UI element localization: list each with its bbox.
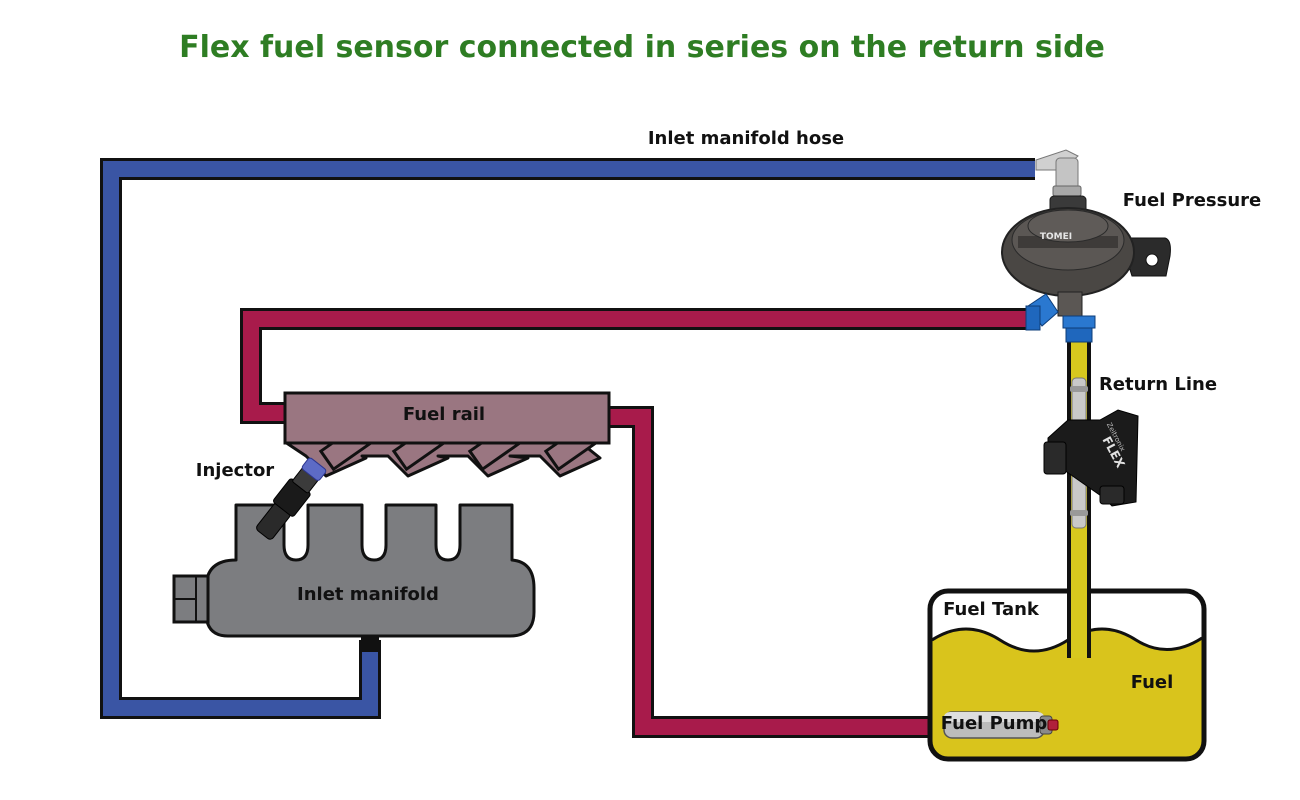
fuel-rail — [283, 391, 611, 478]
flex-fuel-sensor: Zeitronix FLEX — [1043, 377, 1139, 529]
fuel-pressure-regulator: TOMEI — [1001, 149, 1171, 343]
injector — [256, 457, 327, 540]
inlet-manifold-label: Inlet manifold — [297, 584, 439, 605]
regulator-brand-text: TOMEI — [1040, 232, 1072, 242]
fuel-pressure-label: Fuel Pressure — [1123, 190, 1261, 211]
fuel-label: Fuel — [1131, 672, 1174, 693]
injector-label: Injector — [196, 460, 275, 481]
fuel-tank-label: Fuel Tank — [943, 599, 1040, 620]
inlet-manifold-hose — [100, 158, 1035, 719]
pump-to-rail-line — [604, 406, 945, 738]
fuel-pump — [943, 711, 1059, 739]
diagram-title: Flex fuel sensor connected in series on … — [179, 30, 1105, 65]
inlet-hose-label: Inlet manifold hose — [648, 128, 844, 149]
fuel-rail-label: Fuel rail — [403, 404, 485, 425]
return-line-label: Return Line — [1099, 374, 1217, 395]
fuel-pump-label: Fuel Pump — [941, 713, 1048, 734]
inlet-manifold — [172, 503, 536, 638]
rail-to-regulator-line — [240, 308, 1030, 424]
